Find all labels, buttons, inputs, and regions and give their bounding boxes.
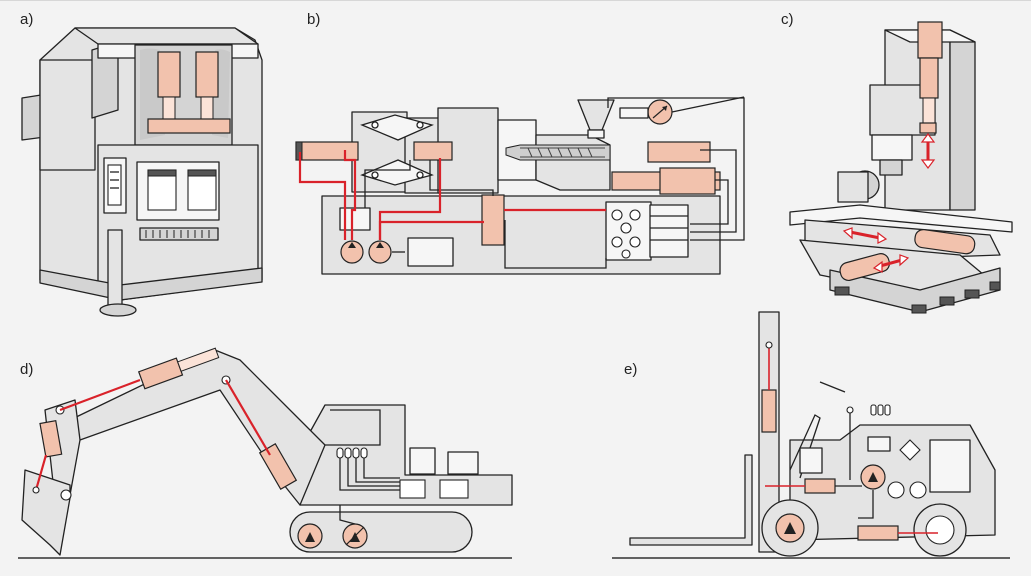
hydraulic-cylinder-icon — [147, 51, 231, 134]
panel-d-label: d) — [20, 361, 33, 378]
panel-a-label: a) — [20, 11, 33, 28]
panel-b-injection-moulding-machine: b) — [295, 11, 745, 275]
hydraulic-pump-icon — [860, 464, 927, 499]
panel-b-label: b) — [307, 11, 320, 28]
panel-c-machine-tool: c) — [781, 11, 1013, 314]
panel-a-hydraulic-press: a) — [20, 11, 263, 317]
hydraulic-motor-icon — [761, 499, 819, 557]
hydraulic-motor-icon — [647, 99, 673, 125]
panel-e-forklift: e) — [612, 311, 1010, 559]
panel-c-label: c) — [781, 11, 794, 28]
horizontal-motion-arrow-icon — [842, 227, 910, 273]
panel-e-label: e) — [624, 361, 637, 378]
hydraulic-pump-icon — [340, 240, 392, 264]
hydraulic-motor-icon — [297, 523, 368, 549]
panel-d-excavator: d) — [18, 347, 513, 559]
vertical-motion-arrow-icon — [920, 133, 936, 169]
